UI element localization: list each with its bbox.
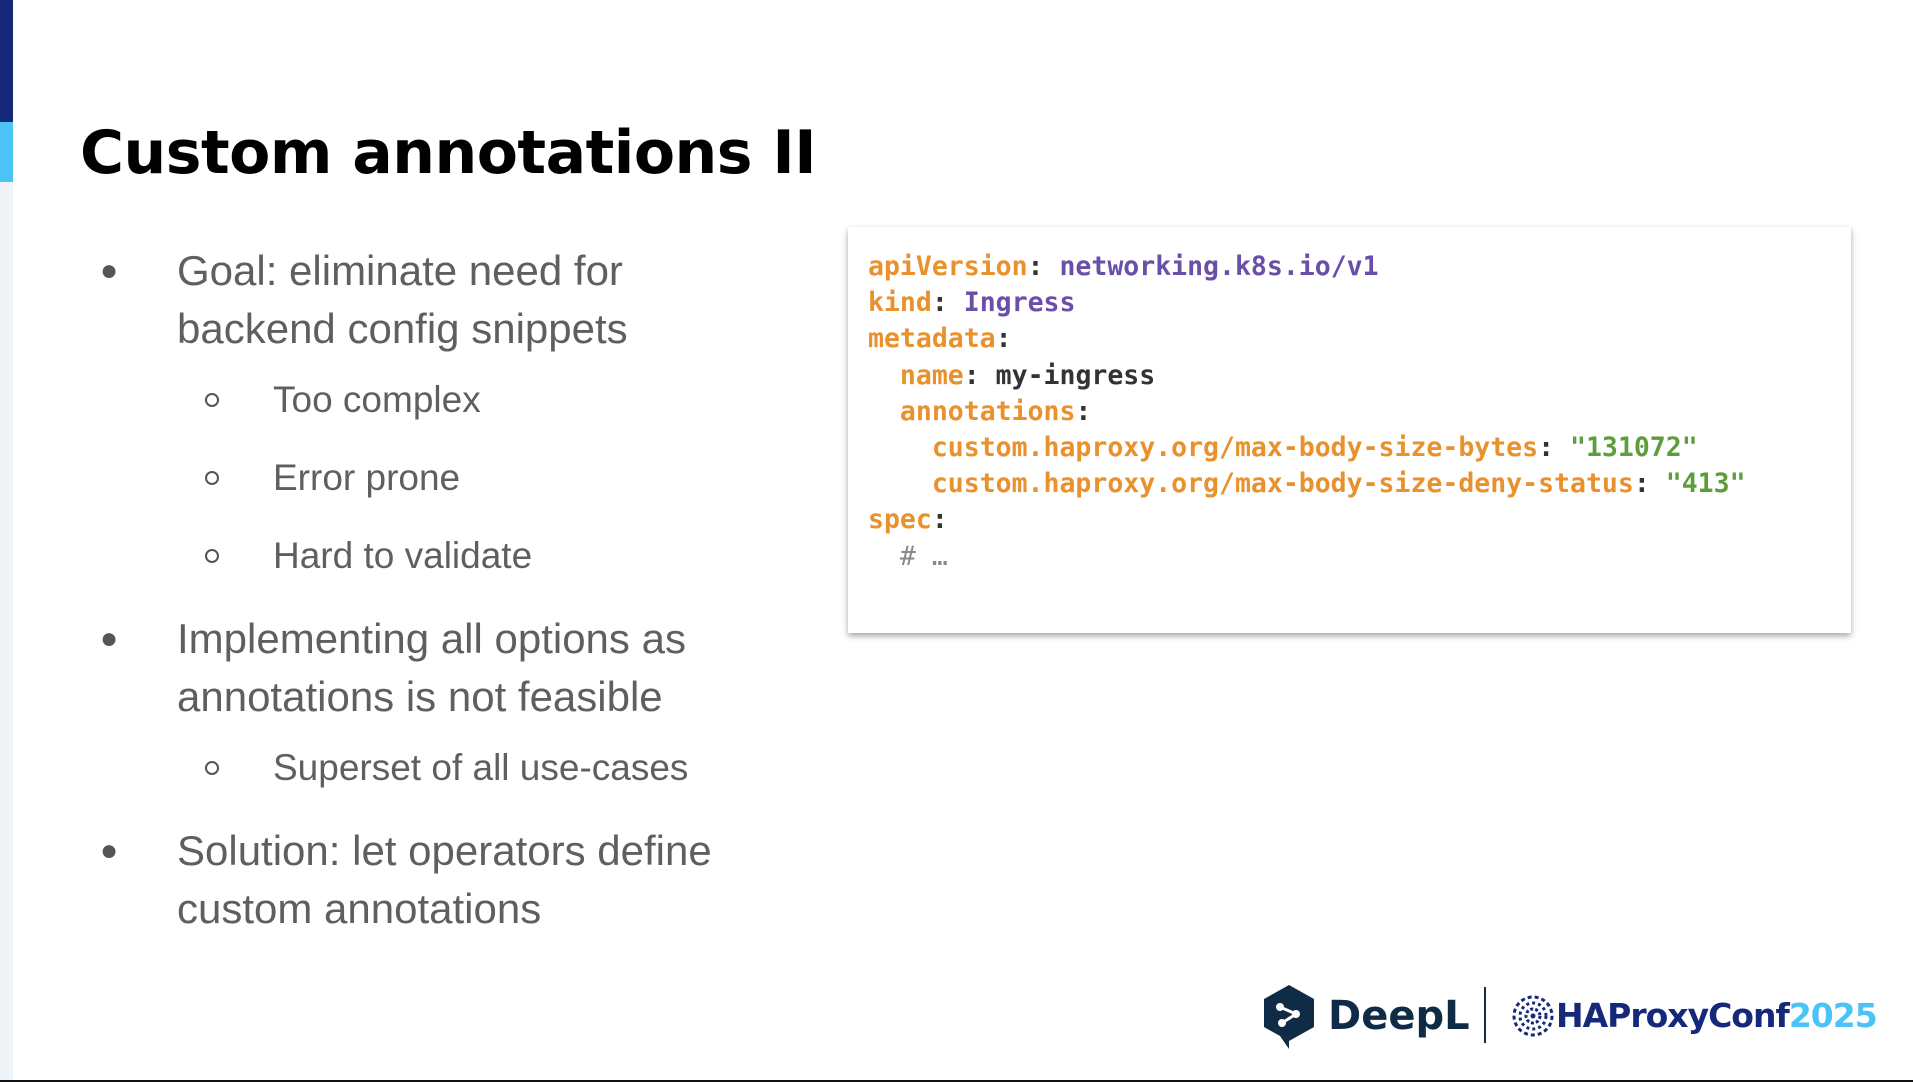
code-line-kind: kind: Ingress — [868, 287, 1076, 319]
yaml-value: Ingress — [963, 287, 1076, 319]
code-line-api-version: apiVersion: networking.k8s.io/v1 — [868, 251, 1379, 282]
code-line-metadata: metadata: — [868, 323, 1012, 355]
bullet-circle-icon — [205, 761, 219, 775]
bullet-dot-icon: ● — [100, 254, 119, 287]
haproxyconf-name: HAProxyConf — [1556, 996, 1790, 1035]
yaml-key: metadata — [868, 323, 996, 355]
bullet-text-line: Goal: eliminate need for — [177, 247, 623, 294]
code-line-max-body-size-bytes: custom.haproxy.org/max-body-size-bytes: … — [931, 432, 1698, 464]
slide-title: Custom annotations II — [80, 118, 817, 188]
yaml-key: annotations — [899, 395, 1076, 427]
footer-logos: DeepL HAProxyConf2025 — [1262, 983, 1882, 1053]
sub-bullet-text: Superset of all use-cases — [273, 747, 689, 788]
bottom-rule — [0, 1080, 1913, 1082]
accent-bar-pale — [0, 182, 13, 1082]
sub-bullet-text: Too complex — [273, 379, 481, 420]
bullet-item: ● Solution: let operators define custom … — [100, 822, 800, 938]
bullet-item: ● Goal: eliminate need for backend confi… — [100, 242, 800, 358]
yaml-string-value: "131072" — [1570, 432, 1698, 464]
bullet-dot-icon: ● — [100, 834, 119, 867]
bullet-text-line: annotations is not feasible — [177, 673, 663, 720]
yaml-key: kind — [868, 287, 932, 319]
yaml-key: spec — [868, 504, 932, 536]
code-line-spec: spec: — [868, 504, 948, 536]
deepl-logo-text: DeepL — [1328, 993, 1470, 1039]
bullet-text-line: backend config snippets — [177, 305, 628, 352]
yaml-key: custom.haproxy.org/max-body-size-bytes — [931, 432, 1539, 464]
sub-bullet-item: Hard to validate — [100, 532, 800, 580]
code-line-max-body-size-deny-status: custom.haproxy.org/max-body-size-deny-st… — [931, 468, 1746, 500]
sub-bullet-item: Error prone — [100, 454, 800, 502]
accent-bar-dark — [0, 0, 13, 122]
bullet-text-line: Solution: let operators define — [177, 827, 712, 874]
accent-bar-light — [0, 122, 13, 182]
bullet-circle-icon — [205, 393, 219, 407]
bullet-circle-icon — [205, 549, 219, 563]
yaml-value: networking.k8s.io/v1 — [1059, 251, 1379, 282]
haproxyconf-year: 2025 — [1788, 996, 1878, 1035]
code-line-annotations: annotations: — [899, 395, 1092, 427]
sub-bullet-text: Error prone — [273, 457, 461, 498]
bullet-item: ● Implementing all options as annotation… — [100, 610, 800, 726]
code-line-name: name: my-ingress — [899, 359, 1156, 391]
code-block: apiVersion: networking.k8s.io/v1 kind: I… — [848, 227, 1851, 633]
bullet-list: ● Goal: eliminate need for backend confi… — [100, 242, 800, 956]
yaml-comment: # … — [899, 540, 948, 572]
bullet-text-line: Implementing all options as — [177, 615, 686, 662]
yaml-string-value: "413" — [1665, 468, 1746, 500]
sub-bullet-item: Superset of all use-cases — [100, 744, 800, 792]
yaml-key: custom.haproxy.org/max-body-size-deny-st… — [931, 468, 1634, 500]
sub-bullet-text: Hard to validate — [273, 535, 533, 576]
logo-separator — [1484, 987, 1486, 1043]
deepl-logo-icon — [1264, 985, 1314, 1049]
yaml-key: name — [899, 359, 964, 391]
bullet-text-line: custom annotations — [177, 885, 542, 932]
yaml-value: my-ingress — [995, 359, 1156, 391]
haproxy-logo-icon — [1512, 995, 1554, 1037]
bullet-circle-icon — [205, 471, 219, 485]
haproxyconf-logo-text: HAProxyConf2025 — [1556, 996, 1878, 1035]
bullet-dot-icon: ● — [100, 622, 119, 655]
code-line-comment: # … — [868, 539, 1851, 575]
sub-bullet-item: Too complex — [100, 376, 800, 424]
yaml-key: apiVersion — [868, 251, 1028, 282]
